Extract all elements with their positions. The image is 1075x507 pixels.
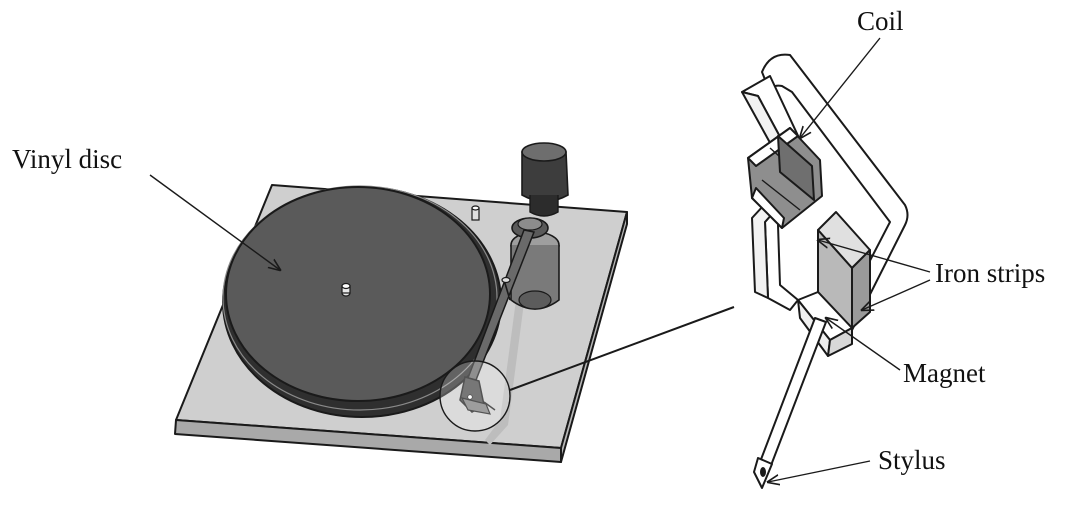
coil-label: Coil [857,6,904,36]
stylus-label: Stylus [878,445,946,475]
magnifier-circle [440,361,510,431]
stylus-tip [754,458,772,488]
turntable [175,143,734,462]
plinth-pin-left [472,206,479,220]
vinyl-disc-label: Vinyl disc [12,144,122,174]
stylus-pointer [768,461,870,482]
vinyl-disc [226,187,490,401]
magnet-label: Magnet [903,358,986,388]
iron-strips-label: Iron strips [935,258,1045,288]
stylus-cantilever [760,318,826,468]
label-stylus: Stylus [768,445,946,482]
label-coil: Coil [800,6,904,138]
spindle [342,284,350,297]
cartridge-detail [742,55,908,488]
